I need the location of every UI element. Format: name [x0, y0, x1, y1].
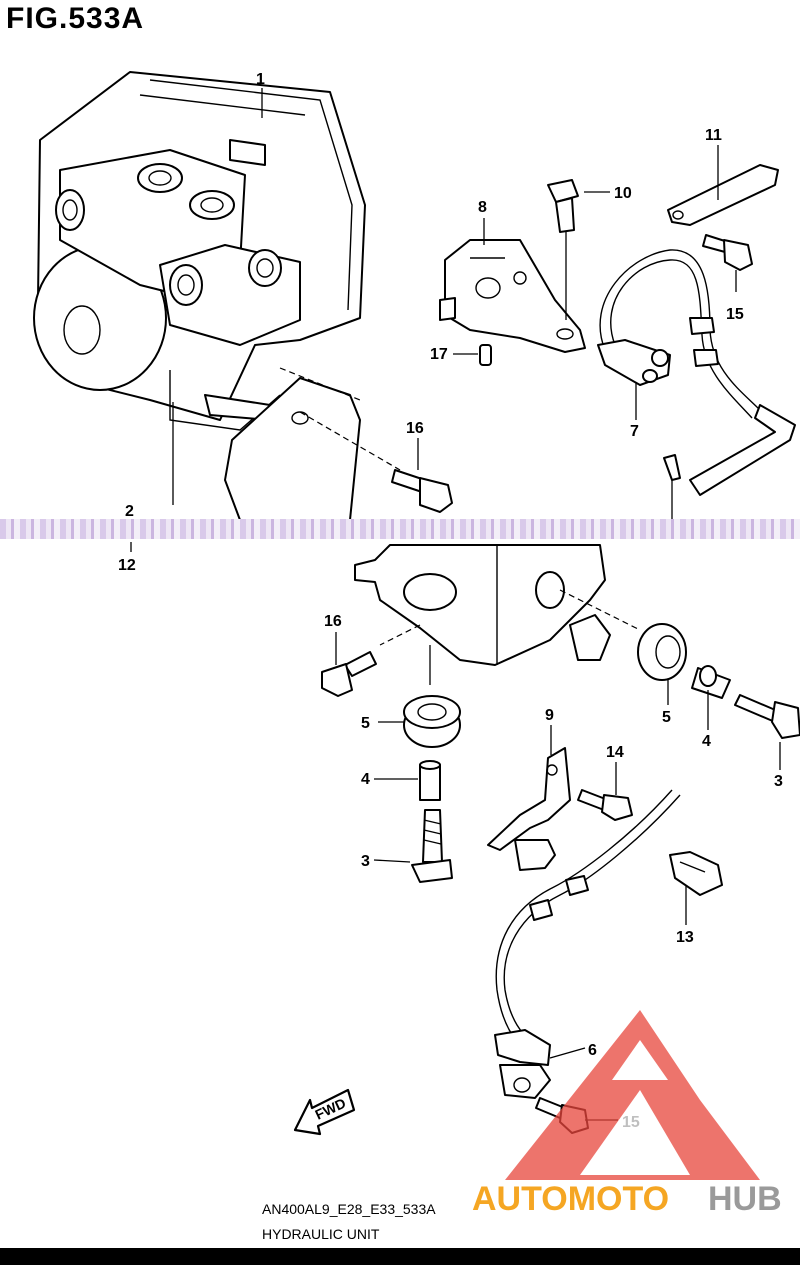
bolt-part-10 [547, 179, 579, 320]
model-code-caption: AN400AL9_E28_E33_533A [262, 1201, 436, 1217]
callout-10: 10 [614, 185, 632, 202]
leader-lines [130, 88, 781, 1121]
callout-3-center: 3 [361, 853, 370, 870]
callout-7: 7 [630, 423, 639, 440]
watermark-triangle-icon [505, 1010, 760, 1180]
sensor-hose-part-7 [597, 249, 796, 496]
bracket-part-8 [439, 239, 586, 353]
callout-8: 8 [478, 199, 487, 216]
watermark-text-orange: AUTOMOTO [472, 1180, 669, 1218]
watermark-logo [505, 1010, 760, 1180]
collar-part-4-center [419, 760, 441, 801]
callout-11: 11 [705, 127, 722, 144]
grommet-part-5-right [637, 623, 687, 681]
pin-part-17 [479, 344, 492, 366]
callout-16-upper: 16 [406, 420, 424, 437]
callout-5-right: 5 [662, 709, 671, 726]
bolt-part-14 [577, 789, 633, 821]
callout-17: 17 [430, 346, 448, 363]
bolt-part-16-upper [391, 469, 453, 513]
callout-12: 12 [118, 557, 136, 574]
callout-4-center: 4 [361, 771, 370, 788]
watermark-text-gray: HUB [708, 1180, 782, 1218]
bracket-part-2 [224, 367, 401, 521]
clip-upper [663, 454, 681, 481]
bottom-bar [0, 1248, 800, 1265]
clamp-part-13 [669, 851, 723, 896]
callout-6: 6 [588, 1042, 597, 1059]
bracket-part-9 [487, 747, 571, 871]
figure-title: FIG.533A [6, 2, 145, 35]
hydraulic-unit-part-1 [33, 71, 366, 431]
collar-part-4-right [691, 665, 731, 699]
callout-14: 14 [606, 744, 624, 761]
callout-9: 9 [545, 707, 554, 724]
callout-3-right: 3 [774, 773, 783, 790]
callout-2: 2 [125, 503, 134, 520]
mount-bracket-lower [354, 544, 641, 685]
callout-16-lower: 16 [324, 613, 342, 630]
callout-1: 1 [256, 71, 265, 88]
callout-15-upper: 15 [726, 306, 744, 323]
strap-part-11 [667, 164, 779, 226]
callout-13: 13 [676, 929, 694, 946]
callout-4-right: 4 [702, 733, 711, 750]
callout-5-center: 5 [361, 715, 370, 732]
fwd-arrow: FWD [293, 1088, 356, 1136]
torn-band [0, 519, 800, 539]
bolt-part-3-center [411, 809, 453, 883]
part-name-caption: HYDRAULIC UNIT [262, 1226, 380, 1242]
sensor-cable-part-6 [494, 789, 681, 1099]
bolt-part-16-lower [321, 651, 377, 697]
bolt-part-15-upper [702, 234, 753, 271]
bolt-part-3-right [734, 694, 800, 739]
grommet-part-5-center [403, 695, 461, 748]
